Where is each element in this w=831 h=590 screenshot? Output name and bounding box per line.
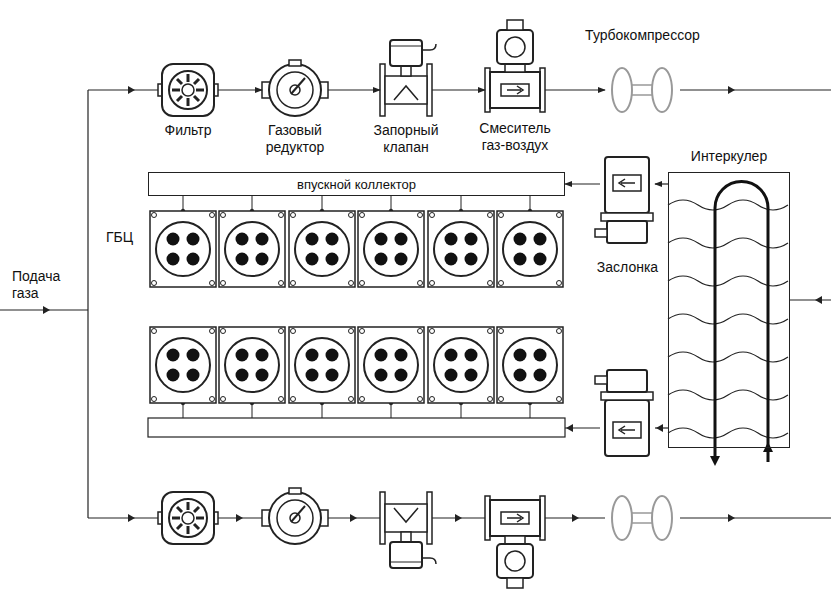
box-label: впускной коллектор (297, 176, 416, 193)
flow-connector (328, 89, 380, 90)
part-name: Фильтр (143, 122, 233, 139)
flow-connector (218, 89, 262, 90)
turbo-icon (612, 496, 672, 540)
flow-arrowheads (43, 86, 822, 522)
valve-icon (380, 40, 436, 116)
group-label: ГБЦ (106, 229, 146, 246)
reducer-icon (262, 488, 328, 544)
reducer-icon (262, 60, 328, 116)
cylinder-heads (150, 211, 563, 403)
turbo-icon (612, 68, 672, 112)
process-box: впускной коллектор (148, 172, 565, 196)
gas-pipe (0, 90, 831, 518)
component-node: Заслонка (600, 155, 655, 245)
part-name: Запорный клапан (365, 122, 447, 156)
component-node: Запорный клапан (380, 38, 432, 118)
runner-lines (181, 196, 532, 418)
part-name: Заслонка (588, 259, 668, 276)
process-box: Интеркулер (668, 172, 790, 448)
filter-icon (158, 64, 218, 116)
valve-icon (380, 492, 436, 568)
inlet-label: Подача газа (12, 268, 74, 302)
part-name: Газовый редуктор (254, 122, 336, 156)
intake-manifold-bar (148, 418, 565, 437)
flow-connector (655, 183, 668, 184)
mixer-icon (485, 20, 545, 112)
component-node: Турбокомпрессор (605, 66, 680, 114)
part-name: Интеркулер (674, 148, 784, 165)
part-name: Смеситель газ-воздух (469, 120, 561, 154)
coolant-tube (710, 182, 773, 467)
component-node: Смеситель газ-воздух (485, 20, 545, 112)
throttle-icon (595, 157, 653, 243)
component-node: Фильтр (158, 62, 218, 118)
filter-icon (158, 492, 218, 544)
component-node: Газовый редуктор (262, 62, 328, 118)
throttle-icon (595, 370, 653, 456)
flow-connector (432, 89, 485, 90)
flow-connector (545, 89, 605, 90)
part-name: Турбокомпрессор (568, 27, 718, 44)
intercooler-core (668, 200, 788, 438)
mixer-icon (485, 496, 545, 588)
flow-connector (565, 183, 600, 184)
